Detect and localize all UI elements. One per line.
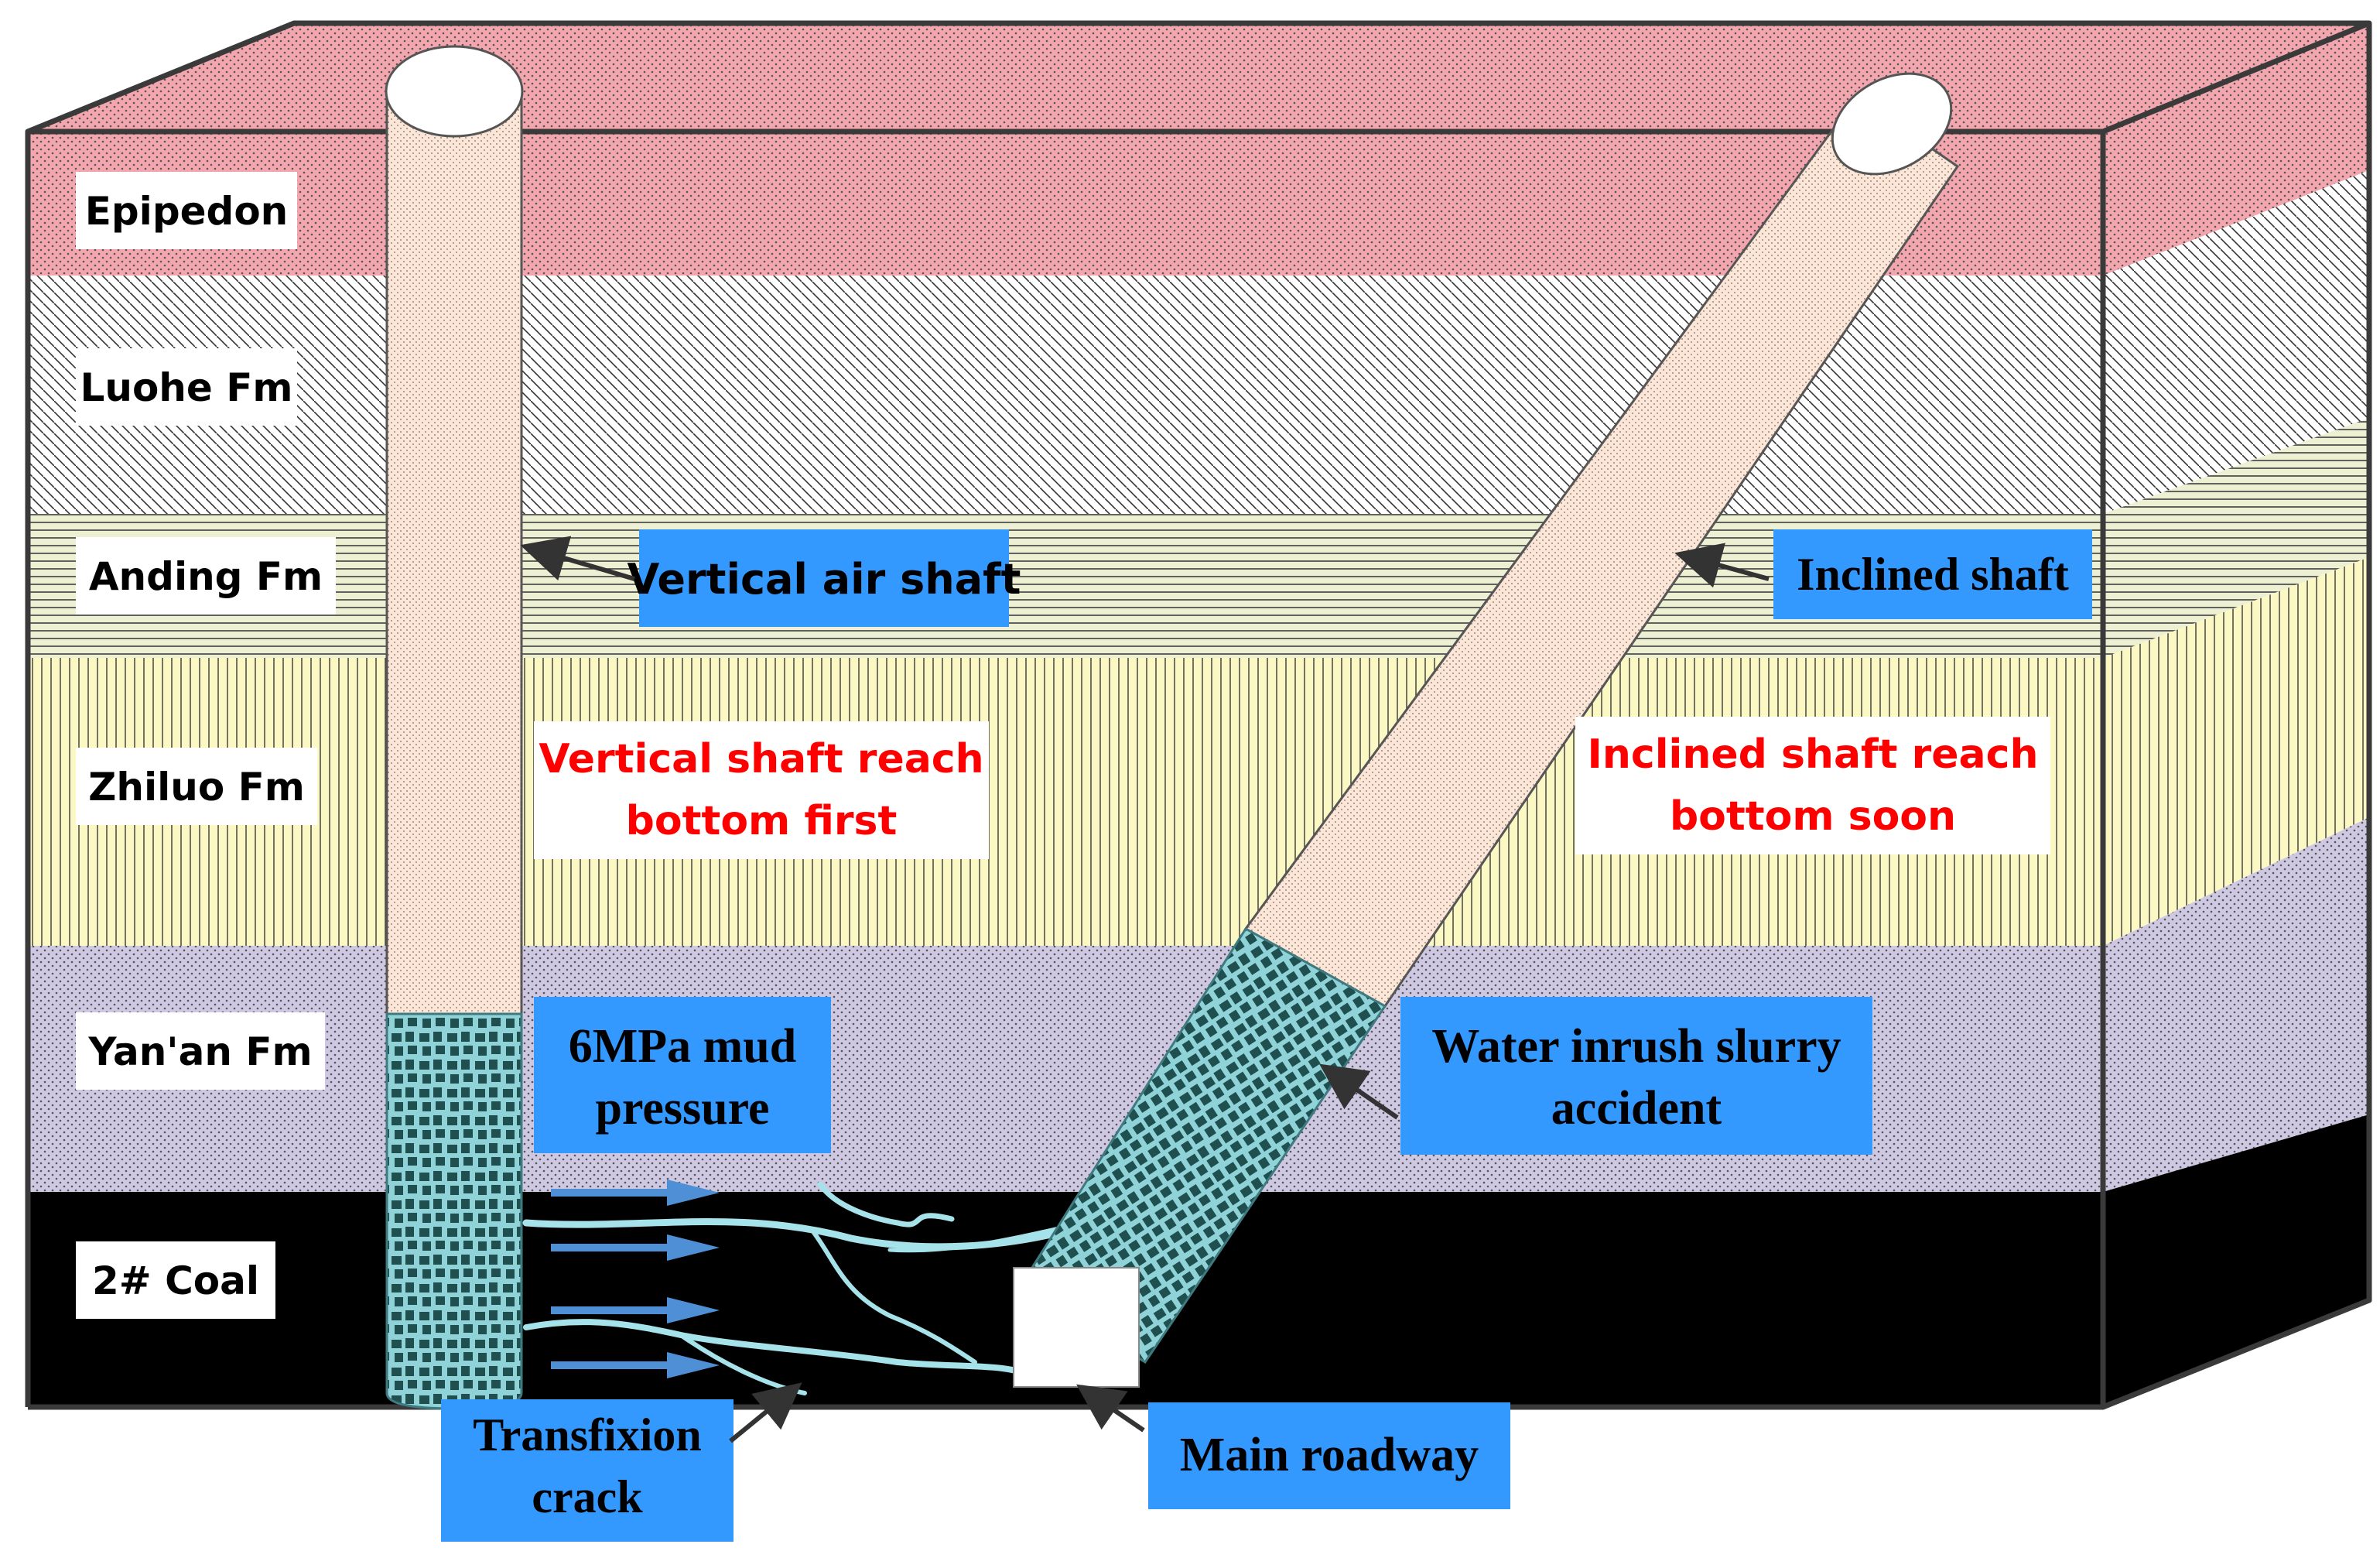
block-outline [25, 20, 2372, 1410]
layer-labels: Epipedon Luohe Fm Anding Fm Zhiluo Fm Ya… [76, 172, 336, 1319]
callout-water-inrush-line1: Water inrush slurry [1431, 1020, 1841, 1073]
main-roadway-block [1013, 1267, 1140, 1388]
top-face [28, 23, 2369, 132]
layer-label-zhiluo: Zhiluo Fm [88, 765, 305, 810]
timing-notes: Vertical shaft reach bottom first Inclin… [534, 717, 2050, 859]
callout-main-roadway [1148, 1402, 1510, 1509]
inclined-shaft-mouth [1831, 72, 1953, 176]
callout-inclined-shaft-text: Inclined shaft [1797, 549, 2069, 600]
pointer-arrow-icon [1076, 1384, 1145, 1433]
flow-arrows [551, 1180, 720, 1378]
layer-label-coal: 2# Coal [92, 1258, 259, 1303]
right-side-face [2103, 23, 2369, 1407]
right-arrow-icon [551, 1297, 720, 1323]
inclined-shaft [1019, 72, 1960, 1364]
right-arrow-icon [551, 1352, 720, 1378]
callout-mud-pressure [534, 997, 831, 1153]
vertical-shaft-slurry-column [385, 1012, 523, 1410]
pointer-arrow-icon [520, 536, 635, 581]
pointer-arrows [520, 536, 1770, 1443]
note-vertical-reach-line2: bottom first [626, 798, 898, 844]
callout-mud-pressure-line2: pressure [595, 1082, 769, 1135]
callout-vertical-air-shaft [639, 529, 1009, 627]
layer-label-luohe: Luohe Fm [80, 365, 293, 410]
pointer-arrow-icon [1319, 1063, 1399, 1120]
callout-water-inrush-line2: accident [1551, 1082, 1722, 1135]
callout-mud-pressure-line1: 6MPa mud [569, 1020, 797, 1073]
callouts: Vertical air shaft Inclined shaft 6MPa m… [441, 529, 2092, 1542]
note-inclined-reach-line2: bottom soon [1670, 793, 1956, 840]
callout-transfixion-line1: Transfixion [473, 1409, 702, 1460]
pointer-arrow-icon [729, 1382, 802, 1443]
pointer-arrow-icon [1674, 543, 1770, 588]
right-arrow-icon [551, 1180, 720, 1206]
right-arrow-icon [551, 1234, 720, 1261]
callout-transfixion-line2: crack [532, 1471, 643, 1522]
note-inclined-reach-line1: Inclined shaft reach [1588, 731, 2039, 778]
layer-label-anding: Anding Fm [89, 554, 323, 599]
vertical-shaft-mouth [385, 45, 524, 138]
callout-vertical-air-shaft-text: Vertical air shaft [627, 555, 1021, 604]
inclined-shaft-slurry-section [1019, 926, 1387, 1364]
layer-label-yanan: Yan'an Fm [87, 1029, 312, 1074]
note-vertical-reach-line1: Vertical shaft reach [539, 736, 983, 782]
callout-water-inrush [1400, 997, 1872, 1155]
callout-inclined-shaft [1773, 529, 2092, 619]
layer-label-epipedon: Epipedon [85, 189, 289, 234]
vertical-air-shaft [385, 45, 524, 1410]
callout-main-roadway-text: Main roadway [1180, 1429, 1479, 1481]
callout-transfixion-crack [441, 1399, 733, 1542]
transfixion-cracks [522, 1181, 1086, 1395]
